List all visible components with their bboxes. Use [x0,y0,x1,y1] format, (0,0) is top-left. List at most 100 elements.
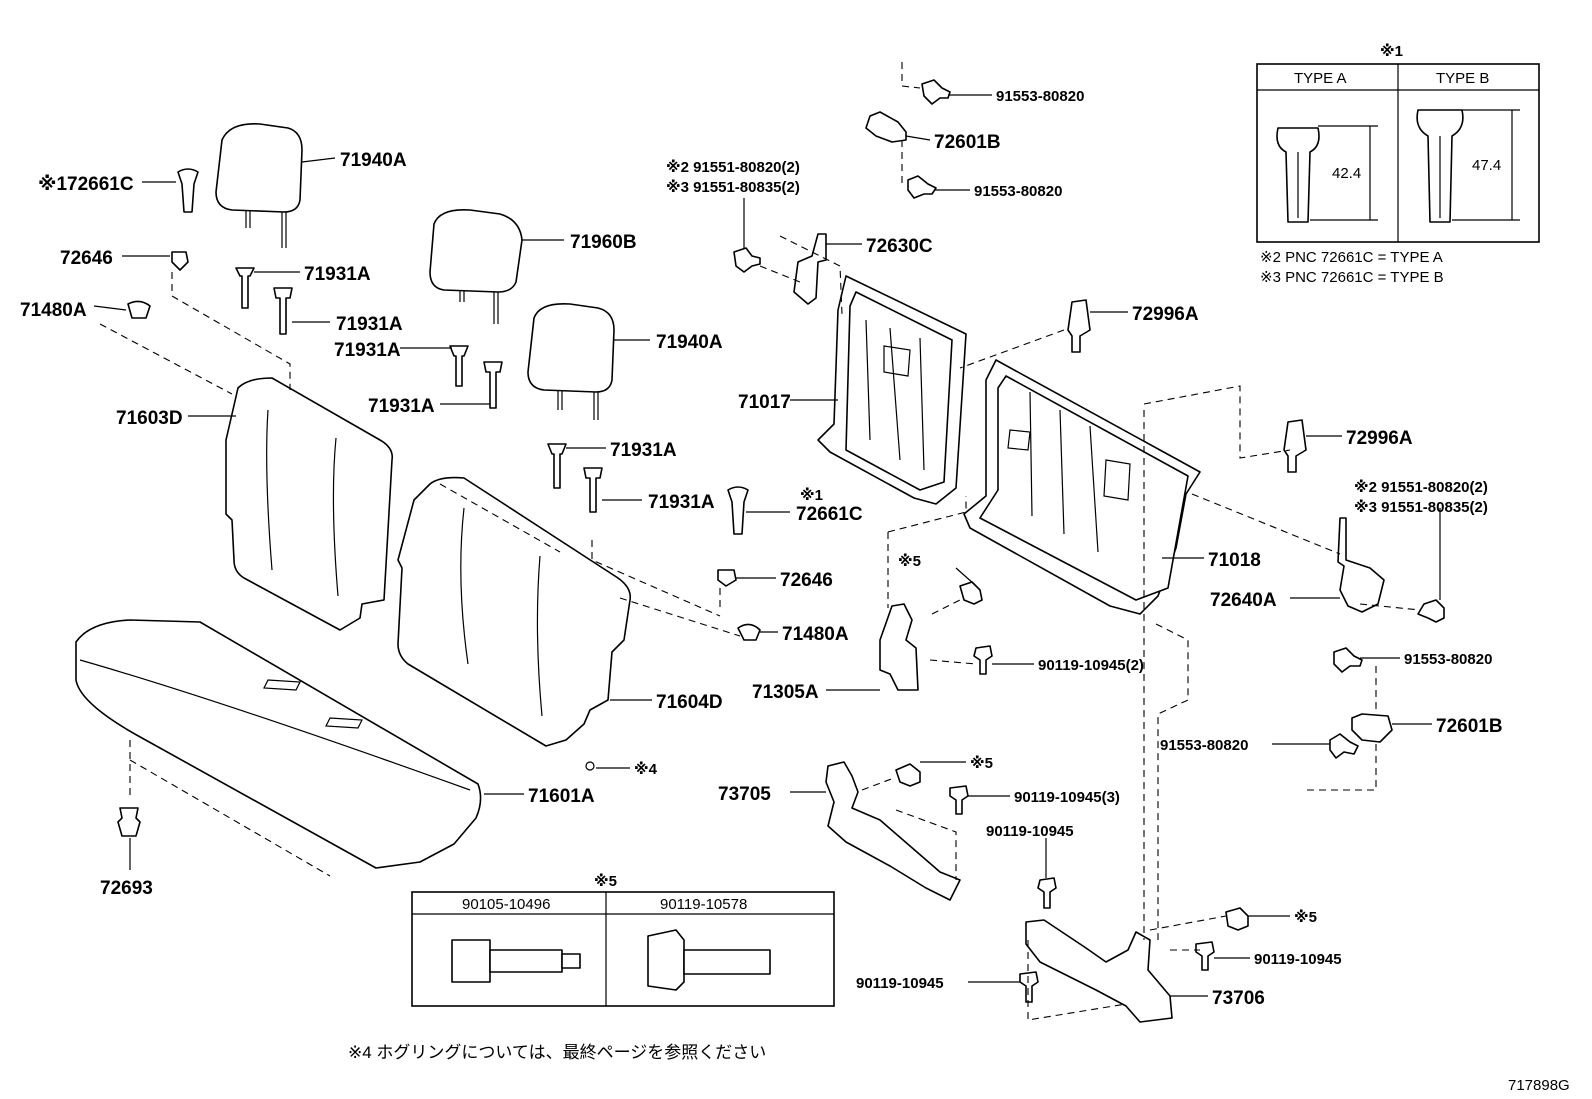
clip-72693 [117,807,141,837]
label-71931a-2: 71931A [336,314,403,335]
headrest-71940a-mid [527,302,615,420]
bolt-91553-a [921,79,951,105]
label-mark5-a: ※5 [898,552,921,570]
bolt-90119-3 [949,785,969,815]
bolt-91551-right [1417,599,1445,623]
bolt-91553-b [907,175,937,199]
label-72646-mid: 72646 [780,570,833,591]
clip-71480a-mid [737,623,761,641]
label-90119-2: 90119-10945(2) [1038,657,1144,674]
label-71931a-4: 71931A [368,396,435,417]
label-90119-f: 90119-10945 [1254,951,1342,968]
clip-71480a-left [127,300,151,319]
hog-ring [585,761,595,771]
label-72661c-mid: 72661C [796,504,863,525]
label-72661c-mid-mark: ※1 [800,486,823,504]
label-91551-note3: ※2 91551-80820(2) [1354,478,1488,496]
label-91553-d: 91553-80820 [1160,737,1248,754]
label-72601b-right: 72601B [1436,716,1503,737]
bracket-72601b-top [865,111,907,143]
seatback-71603d [225,377,394,631]
label-91553-c: 91553-80820 [1404,651,1492,668]
bolt-col-a: 90105-10496 [462,896,550,913]
support-pins [235,267,603,513]
bolt-col-b: 90119-10578 [660,896,747,913]
label-71931a-6: 71931A [648,492,715,513]
label-71305a: 71305A [752,682,819,703]
label-71017: 71017 [738,392,791,413]
latch-72996a-top [1067,299,1091,353]
pin-72661c-mid [727,486,749,535]
label-91551-note2: ※3 91551-80835(2) [666,178,800,196]
bolt-90119-e [1037,877,1057,909]
headrest-71960b [429,208,523,324]
label-72646-left: 72646 [60,248,113,269]
label-71931a-3: 71931A [334,340,401,361]
type-note-b: ※3 PNC 72661C = TYPE B [1260,269,1444,286]
label-71480a-left: 71480A [20,300,87,321]
label-91553-a: 91553-80820 [996,88,1084,105]
type-table-mark: ※1 [1380,42,1403,60]
frame-71018 [963,359,1201,615]
bolt-5-a [959,581,983,605]
type-b-header: TYPE B [1436,70,1489,87]
label-72661c-top: ※172661C [38,174,134,195]
label-71604d: 71604D [656,692,723,713]
bracket-72630c [793,233,827,305]
headrest-71940a-left [215,123,303,248]
bolt-91553-d [1329,733,1359,759]
bracket-73705 [825,761,961,901]
label-71018: 71018 [1208,550,1261,571]
left-dashed-guides [99,272,741,877]
right-dashed-guides [759,62,1421,1021]
label-91551-note1: ※2 91551-80820(2) [666,158,800,176]
bracket-71305a [879,603,919,691]
label-72630c: 72630C [866,236,933,257]
pin-72661c-top [177,168,199,213]
type-table: ※1 TYPE A TYPE B 42.4 47.4 ※2 PNC 72661C… [1256,42,1540,286]
label-mark5-b: ※5 [970,754,993,772]
type-note-a: ※2 PNC 72661C = TYPE A [1260,249,1443,266]
label-71940a-mid: 71940A [656,332,723,353]
bracket-72601b-right [1351,713,1393,743]
label-72996a-top: 72996A [1132,304,1199,325]
label-73705: 73705 [718,784,771,805]
label-91553-b: 91553-80820 [974,183,1062,200]
label-72640a: 72640A [1210,590,1277,611]
label-91551-note4: ※3 91551-80835(2) [1354,498,1488,516]
bolt-table-mark: ※5 [594,872,617,890]
seatback-71604d [397,476,632,747]
label-90119-g: 90119-10945 [856,975,944,992]
type-a-header: TYPE A [1294,70,1347,87]
bolt-91553-c [1333,647,1363,673]
bracket-72640a [1337,517,1385,613]
label-90119-e: 90119-10945 [986,823,1074,840]
grommet-72646-top [171,251,189,271]
label-71931a-1: 71931A [304,264,371,285]
label-mark5-c: ※5 [1294,908,1317,926]
label-hog-mark: ※4 [634,760,658,778]
label-72996a-right: 72996A [1346,428,1413,449]
bolt-table: ※5 90105-10496 90119-10578 [411,872,835,1007]
label-71603d: 71603D [116,408,183,429]
bolt-90119-2 [973,645,993,675]
type-b-dim: 47.4 [1472,157,1501,174]
label-73706: 73706 [1212,988,1265,1009]
label-71931a-5: 71931A [610,440,677,461]
drawing-id: 717898G [1508,1077,1570,1094]
label-72693: 72693 [100,878,153,899]
seat-cushion-71601a [75,619,482,869]
grommet-72646-mid [717,569,737,587]
bolt-90119-f [1195,941,1215,971]
part-labels: ※172661C 71940A 72646 71931A 71480A 7193… [20,88,1503,1009]
frame-71017 [817,275,967,505]
label-71601a: 71601A [528,786,595,807]
label-71480a-mid: 71480A [782,624,849,645]
bolt-90119-g [1019,971,1039,1003]
label-90119-3: 90119-10945(3) [1014,789,1120,806]
bracket-73706 [1025,919,1173,1023]
latch-72996a-right [1283,419,1307,473]
bolt-5-c [1225,907,1249,931]
bolt-5-b [895,763,921,787]
